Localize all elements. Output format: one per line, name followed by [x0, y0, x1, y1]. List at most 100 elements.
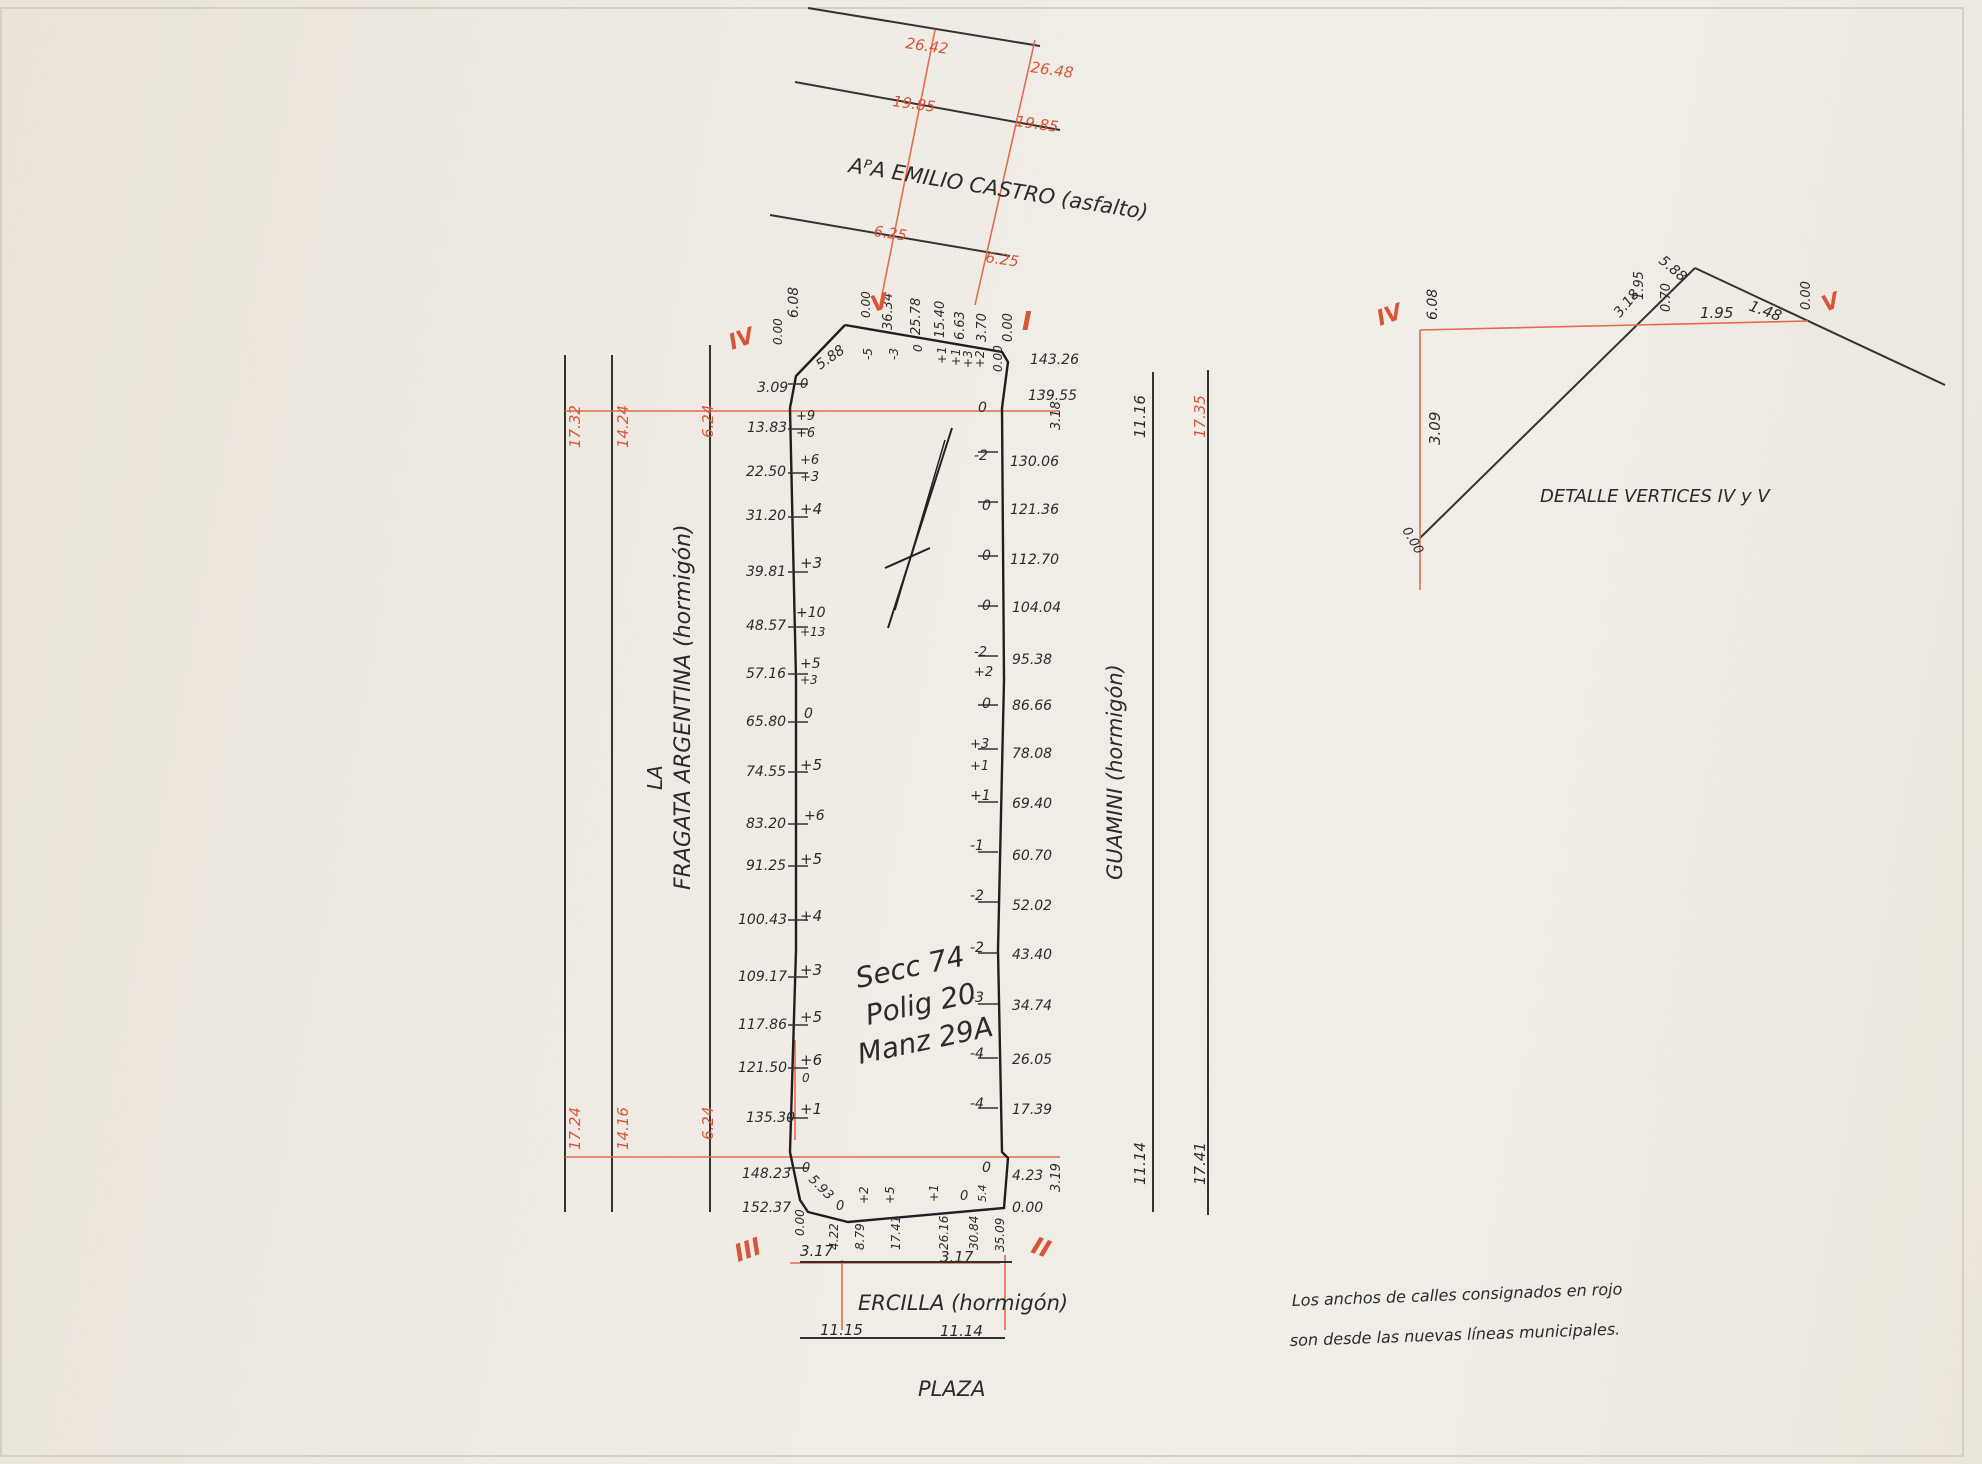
right-offset-plus1-a: +1 — [970, 759, 989, 774]
left-side-offsets: 0 +9 +6 +6 +3 +4 +3 +10 +13 +5 +3 0 +5 +… — [796, 377, 826, 1176]
street-fragata-argentina-label: FRAGATA ARGENTINA (hormigón) — [671, 524, 696, 890]
left-offset-plus6-b: +6 — [800, 453, 819, 468]
top-side-dimensions: 5.88 0.00 36.34 25.78 15.40 6.63 3.70 0.… — [813, 291, 1005, 373]
detail-dim-1-48: 1.48 — [1747, 297, 1785, 325]
left-offset-0-c: 0 — [802, 1071, 810, 1085]
detail-dim-0-00-right: 0.00 — [1799, 281, 1814, 310]
top-offset-plus1-b: +1 — [949, 348, 963, 366]
left-dist-48-57: 48.57 — [746, 618, 786, 634]
top-dim-3-70: 3.70 — [975, 313, 990, 342]
top-dim-36-34: 36.34 — [881, 293, 896, 330]
avenue-width-6-25-right: 6.25 — [984, 248, 1020, 270]
top-dim-6-63: 6.63 — [953, 311, 968, 340]
detail-roman-v: V — [1819, 288, 1845, 318]
width-label-6-24-top: 6.24 — [699, 405, 717, 438]
avenue-width-26-42-left: 26.42 — [904, 34, 949, 58]
right-side-distances: 0.00 143.26 139.55 3.18 130.06 121.36 11… — [1001, 313, 1079, 1216]
right-offset-minus2-b: -2 — [974, 645, 987, 660]
avenue-width-6-25-left: 6.25 — [872, 222, 908, 244]
right-dist-78-08: 78.08 — [1012, 746, 1052, 762]
right-dist-69-40: 69.40 — [1012, 796, 1052, 812]
ercilla-width-11-15: 11.15 — [820, 1321, 863, 1339]
right-dist-43-40: 43.40 — [1012, 947, 1052, 963]
bottom-offset-0-b: 0 — [960, 1189, 968, 1204]
bottom-dim-0-00: 0.00 — [793, 1209, 807, 1236]
detail-dim-3-09: 3.09 — [1426, 412, 1444, 445]
width-label-11-16: 11.16 — [1131, 395, 1149, 438]
width-label-17-24: 17.24 — [566, 1107, 584, 1150]
right-dist-139-55: 139.55 — [1028, 388, 1077, 404]
left-offset-plus5-b: +5 — [800, 756, 822, 774]
right-dist-143-26: 143.26 — [1030, 352, 1079, 368]
detail-dim-0-70: 0.70 — [1659, 283, 1674, 312]
street-guamini-label: GUAMINI (hormigón) — [1103, 664, 1127, 880]
street-ercilla-label: ERCILLA (hormigón) — [858, 1291, 1068, 1315]
width-label-14-16: 14.16 — [614, 1107, 632, 1150]
right-dist-52-02: 52.02 — [1012, 898, 1052, 914]
left-dist-152-37: 152.37 — [742, 1200, 791, 1216]
right-offset-minus3: -3 — [970, 990, 984, 1006]
top-dim-25-78: 25.78 — [909, 298, 924, 335]
left-dist-13-83: 13.83 — [747, 420, 787, 436]
left-offset-plus3-b: +3 — [800, 554, 822, 572]
left-offset-plus6-c: +6 — [804, 808, 825, 824]
left-dist-117-86: 117.86 — [738, 1017, 787, 1033]
left-side-distances: 0.00 6.08 3.09 13.83 22.50 31.20 39.81 4… — [738, 287, 802, 1216]
left-offset-plus6-d: +6 — [800, 1051, 822, 1069]
right-dist-0-00-bottom: 0.00 — [1012, 1200, 1043, 1216]
top-offset-0: 0 — [911, 344, 925, 352]
bottom-dim-26-16: 26.16 — [937, 1215, 951, 1250]
left-offset-plus5-a: +5 — [800, 656, 821, 672]
left-offset-plus13: +13 — [800, 625, 825, 639]
right-offset-plus3: +3 — [970, 737, 989, 752]
left-offset-0-b: 0 — [804, 706, 813, 722]
left-dist-6-08: 6.08 — [786, 287, 802, 318]
ercilla-width-3-17-left: 3.17 — [800, 1242, 834, 1260]
right-dist-60-70: 60.70 — [1012, 848, 1052, 864]
left-dist-91-25: 91.25 — [746, 858, 786, 874]
bottom-dim-35-09: 35.09 — [993, 1218, 1007, 1252]
right-offset-0-d: 0 — [982, 598, 991, 614]
detail-dim-6-08: 6.08 — [1425, 289, 1441, 320]
detail-vertices-iv-v: IV V 6.08 3.09 0.00 5.88 3.18 1.95 0.70 … — [1374, 253, 1946, 590]
left-dist-31-20: 31.20 — [746, 508, 786, 524]
top-dim-5-88: 5.88 — [813, 342, 848, 373]
left-dist-57-16: 57.16 — [746, 666, 786, 682]
street-width-note: Los anchos de calles consignados en rojo… — [1289, 1279, 1622, 1350]
ercilla-width-11-14: 11.14 — [940, 1322, 983, 1340]
bottom-dim-4-22: 4.22 — [827, 1223, 841, 1250]
right-offset-minus1: -1 — [970, 838, 984, 854]
width-label-17-32: 17.32 — [566, 405, 584, 448]
left-dist-121-50: 121.50 — [738, 1060, 787, 1076]
street-lines — [564, 345, 1209, 1339]
left-offset-plus5-c: +5 — [800, 850, 822, 868]
avenue-width-19-85-left: 19.85 — [891, 92, 936, 116]
avenue-name: AᴾA EMILIO CASTRO (asfalto) — [845, 153, 1149, 224]
left-offset-plus4-a: +4 — [800, 500, 822, 518]
bottom-dim-30-84: 30.84 — [967, 1216, 981, 1250]
detail-dim-1-95-a: 1.95 — [1632, 271, 1647, 300]
bottom-dim-5-93: 5.93 — [805, 1172, 836, 1203]
bottom-dim-17-41: 17.41 — [889, 1216, 903, 1250]
top-offset-minus3: -3 — [887, 348, 901, 360]
bottom-offset-plus5: +5 — [883, 1186, 897, 1204]
left-offset-plus10: +10 — [796, 605, 826, 621]
left-dist-148-23: 148.23 — [742, 1166, 791, 1182]
right-offset-minus4-a: -4 — [970, 1046, 984, 1062]
bottom-dim-5-4: 5.4 — [976, 1185, 989, 1203]
block-outline — [788, 323, 1010, 1224]
detail-roman-iv: IV — [1374, 299, 1408, 332]
right-offset-plus2: +2 — [974, 665, 993, 680]
top-offset-plus2: +2 — [973, 350, 987, 368]
left-dist-83-20: 83.20 — [746, 816, 786, 832]
left-dist-39-81: 39.81 — [746, 564, 786, 580]
width-label-17-35: 17.35 — [1191, 395, 1209, 438]
left-offset-0-a: 0 — [800, 377, 808, 392]
right-dist-3-18: 3.18 — [1049, 401, 1064, 430]
right-offset-0-f: 0 — [982, 1160, 991, 1176]
left-offset-plus9: +9 — [796, 409, 815, 424]
bottom-offset-plus1: +1 — [927, 1184, 941, 1202]
right-offset-0-c: 0 — [982, 548, 991, 564]
left-offset-plus3-c: +3 — [800, 673, 818, 687]
